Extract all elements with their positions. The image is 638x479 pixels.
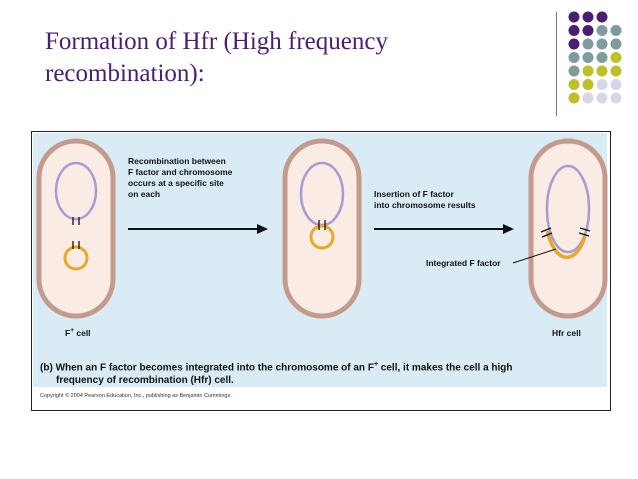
decorative-dot <box>610 52 622 63</box>
step1-text: Recombination between F factor and chrom… <box>128 156 235 199</box>
step2-arrow <box>374 224 514 234</box>
f-plus-cell <box>36 138 116 319</box>
decorative-dot <box>568 79 580 90</box>
decorative-dot <box>568 25 580 36</box>
decorative-dot <box>610 38 622 50</box>
middle-f-factor <box>309 224 335 250</box>
decorative-dot <box>596 52 608 63</box>
decorative-dot <box>568 92 580 104</box>
hfr-cell-label: Hfr cell <box>552 328 581 338</box>
copyright-notice: Copyright © 2004 Pearson Education, Inc.… <box>40 393 232 399</box>
f-plus-chromosome <box>54 161 98 221</box>
decorative-dot <box>596 79 608 90</box>
middle-cell-wall <box>282 138 362 319</box>
decorative-dot <box>582 79 594 90</box>
hfr-cell <box>528 138 608 319</box>
decorative-dot <box>610 79 622 90</box>
f-plus-cell-label: F+ cell <box>65 327 91 338</box>
f-plus-cell-wall <box>36 138 116 319</box>
decorative-dot <box>596 65 608 77</box>
hfr-chromosome <box>545 164 591 254</box>
decorative-dot <box>582 65 594 77</box>
slide-title-line1: Formation of Hfr (High frequency <box>45 28 388 55</box>
integrated-label-leader <box>512 248 557 264</box>
f-plus-f-factor <box>63 245 89 271</box>
decorative-dot <box>582 11 594 23</box>
decorative-dot <box>568 65 580 77</box>
hfr-diagram: Recombination between F factor and chrom… <box>36 138 608 338</box>
decorative-dot <box>582 38 594 50</box>
decorative-dot <box>582 25 594 36</box>
decorative-dot <box>568 38 580 50</box>
step2-text: Insertion of F factor into chromosome re… <box>374 189 476 210</box>
decorative-dot-grid <box>568 11 622 104</box>
hfr-integrated-f-factor <box>545 230 587 260</box>
decorative-dot <box>596 25 608 36</box>
decorative-dot <box>582 52 594 63</box>
decorative-dot <box>610 92 622 104</box>
slide-title-line2: recombination): <box>45 60 205 87</box>
decorative-dot <box>582 92 594 104</box>
decorative-dot <box>568 11 580 23</box>
caption-line1: (b) When an F factor becomes integrated … <box>40 361 513 374</box>
decorative-dot <box>610 25 622 36</box>
figure-caption: (b) When an F factor becomes integrated … <box>40 358 600 387</box>
caption-prefix: (b) <box>40 362 53 374</box>
decorative-dot <box>596 38 608 50</box>
decorative-dot <box>596 92 608 104</box>
decorative-dot <box>568 52 580 63</box>
slide-title: Formation of Hfr (High frequency recombi… <box>45 26 525 90</box>
middle-cell <box>282 138 362 319</box>
caption-line2: frequency of recombination (Hfr) cell. <box>56 375 234 387</box>
decorative-dot <box>596 11 608 23</box>
decorative-dot <box>610 65 622 77</box>
title-divider <box>556 12 557 116</box>
step1-arrow <box>128 224 268 234</box>
integrated-f-factor-label: Integrated F factor <box>426 258 501 268</box>
